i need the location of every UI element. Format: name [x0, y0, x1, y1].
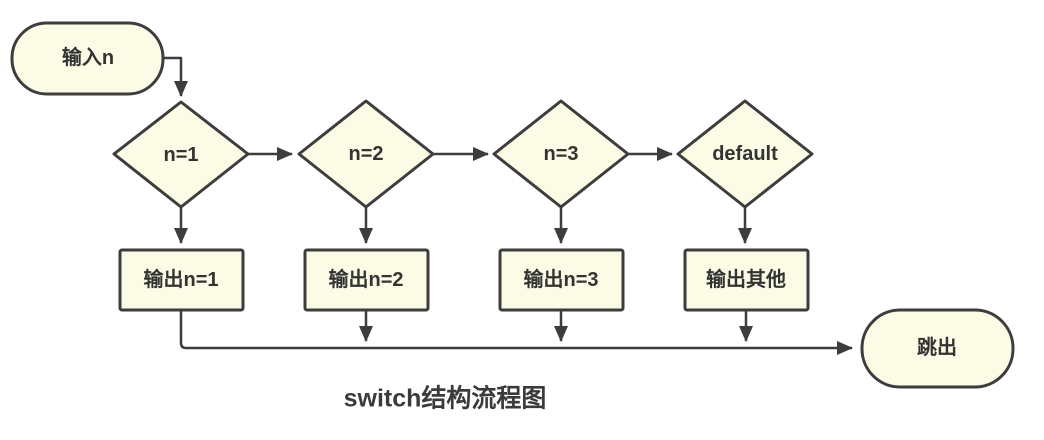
node-end-shape [860, 308, 1015, 389]
node-start-shape [10, 21, 165, 96]
node-out2-shape [303, 248, 430, 312]
node-cond3-shape [492, 99, 630, 209]
node-out3-shape [498, 248, 625, 312]
node-start-label: 输入n [61, 47, 115, 69]
node-cond2-shape [297, 99, 435, 209]
node-out1-label: 输出n=1 [143, 269, 219, 291]
node-end-label: 跳出 [917, 337, 957, 359]
node-out-other-shape [683, 248, 810, 312]
edge-start-to-cond1 [163, 56, 188, 97]
node-cond1-label: n=1 [163, 144, 199, 166]
node-out3-label: 输出n=3 [523, 269, 599, 291]
node-cond-default-shape [676, 99, 814, 209]
node-cond3-label: n=3 [543, 143, 579, 165]
node-cond-default-label: default [712, 143, 778, 165]
node-cond2-label: n=2 [348, 143, 384, 165]
node-out2-label: 输出n=2 [328, 269, 404, 291]
diagram-title: switch结构流程图 [343, 384, 547, 413]
node-out-other-label: 输出其他 [706, 269, 786, 291]
edge-bus-to-end [179, 310, 853, 355]
node-cond1-shape [112, 100, 250, 209]
node-out1-shape [118, 248, 245, 312]
